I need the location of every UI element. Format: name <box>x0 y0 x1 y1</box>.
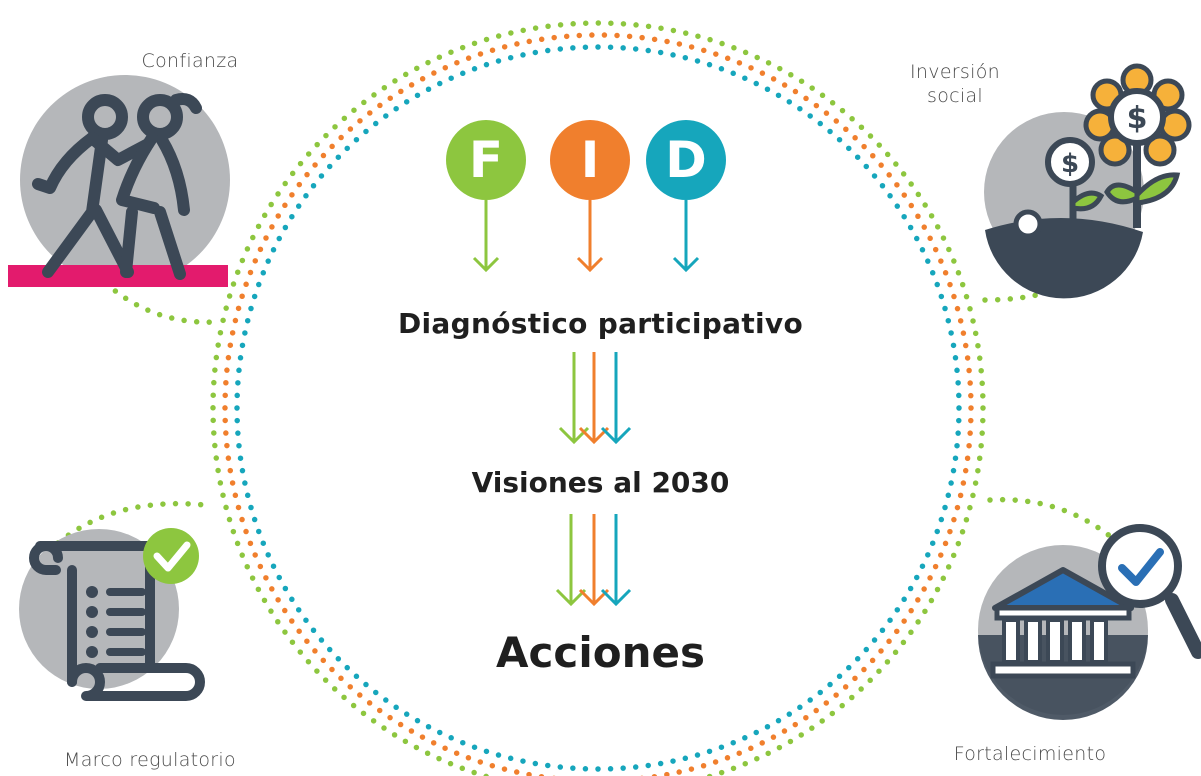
fid-circle-f <box>446 120 526 200</box>
svg-text:$: $ <box>1061 149 1079 179</box>
label-marco: Marco regulatorio <box>64 749 236 771</box>
triple-arrow-1 <box>558 352 632 445</box>
ring-outer-green <box>210 20 986 776</box>
label-confianza: Confianza <box>141 50 239 72</box>
connector-marco <box>37 500 208 563</box>
triple-arrow-2 <box>555 514 632 607</box>
ring-middle-orange <box>222 32 974 776</box>
dotted-rings <box>210 20 986 776</box>
svg-text:$: $ <box>1127 101 1148 136</box>
arrow-down-icon <box>576 200 604 273</box>
bank-magnifier-icon <box>978 524 1201 720</box>
fid-circles <box>446 120 726 200</box>
fid-arrows <box>472 200 700 273</box>
ring-inner-teal <box>234 44 962 772</box>
label-inversion-line2: social <box>927 85 983 107</box>
scroll-checklist-icon <box>19 528 205 701</box>
check-icon <box>153 541 191 572</box>
fid-circle-d <box>646 120 726 200</box>
money-plants-icon: $ $ <box>984 63 1192 299</box>
arrow-down-icon <box>472 200 500 273</box>
fid-letter-i: I <box>580 131 600 189</box>
fid-letter-f: F <box>468 131 504 189</box>
fid-circle-i <box>550 120 630 200</box>
label-inversion-line1: Inversión <box>910 61 1000 83</box>
label-fortalecimiento: Fortalecimiento <box>953 743 1107 765</box>
people-walking-icon <box>8 75 230 287</box>
step-diagnostico: Diagnóstico participativo <box>397 307 803 340</box>
arrow-down-icon <box>672 200 700 273</box>
connector-confianza <box>85 262 218 325</box>
step-visiones: Visiones al 2030 <box>471 466 730 499</box>
fid-letter-d: D <box>665 131 707 189</box>
check-icon <box>1118 548 1164 586</box>
step-acciones: Acciones <box>496 628 705 677</box>
